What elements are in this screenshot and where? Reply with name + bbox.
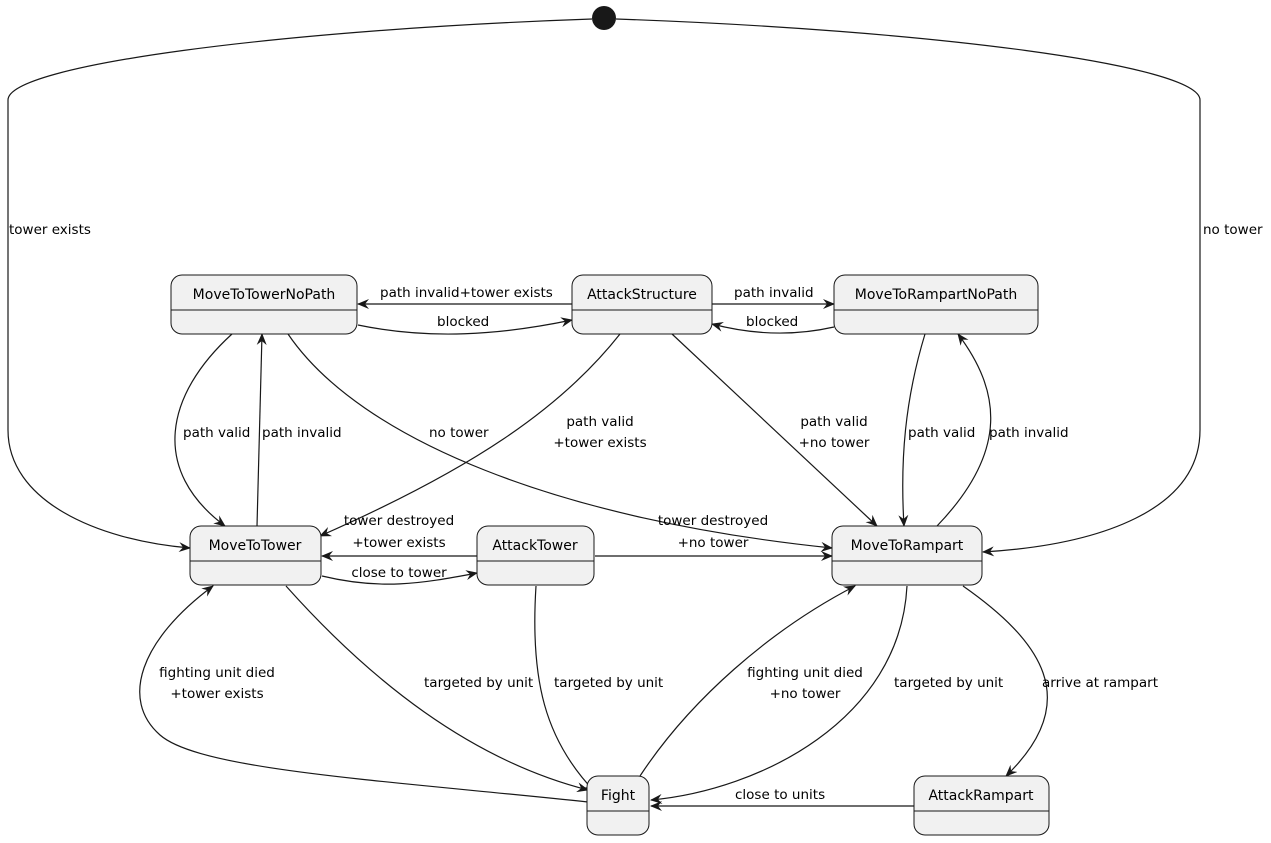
label-tower-destroyed-exists-2: +tower exists	[352, 535, 445, 551]
label-fighting-died-no-2: +no tower	[770, 686, 841, 702]
label-path-valid-tower-exists-1: path valid	[566, 414, 633, 430]
state-movetorampartnopath[interactable]: MoveToRampartNoPath	[833, 274, 1039, 335]
state-label: MoveToRampart	[851, 538, 964, 554]
edge-start-to-movetorampart	[615, 18, 1201, 557]
edge-start-to-movetotower	[7, 18, 593, 553]
edge-attackstructure-to-movetower	[319, 333, 621, 537]
label-tower-destroyed-exists-1: tower destroyed	[344, 513, 454, 529]
state-label: AttackTower	[492, 538, 577, 554]
transition-labels: tower exists no tower path invalid+tower…	[9, 222, 1263, 803]
label-fighting-died-exists-1: fighting unit died	[159, 665, 275, 681]
edge-attacktower-to-fight	[534, 585, 596, 793]
edge-movetorampartnopath-to-attackstructure	[711, 321, 835, 334]
state-label: AttackStructure	[587, 287, 697, 303]
state-movetotowernopath[interactable]: MoveToTowerNoPath	[170, 274, 358, 335]
transitions	[7, 18, 1201, 811]
label-no-tower-diag: no tower	[429, 425, 489, 441]
label-path-invalid-left: path invalid	[262, 425, 342, 441]
label-close-to-tower: close to tower	[351, 565, 447, 581]
edge-movetotowernopath-to-movetorampart	[287, 333, 833, 552]
label-path-valid-right: path valid	[908, 425, 975, 441]
edge-movetower-to-movetotowernopath	[256, 333, 267, 527]
label-path-invalid-rampart: path invalid	[989, 425, 1069, 441]
edge-movetotowernopath-to-movetower	[174, 333, 233, 527]
state-label: Fight	[601, 788, 636, 804]
state-attackstructure[interactable]: AttackStructure	[571, 274, 713, 335]
label-targeted-1: targeted by unit	[424, 675, 533, 691]
edge-movetower-to-attacktower	[321, 570, 478, 585]
label-close-to-units: close to units	[735, 787, 825, 803]
edge-fight-to-movetorampart	[639, 585, 856, 777]
edge-fight-to-movetower	[139, 585, 589, 803]
edge-movetorampart-to-fight	[650, 585, 908, 804]
label-fighting-died-exists-2: +tower exists	[170, 686, 263, 702]
state-label: MoveToTower	[209, 538, 302, 554]
label-tower-exists: tower exists	[9, 222, 91, 238]
edge-movetower-to-fight	[285, 585, 589, 793]
state-label: AttackRampart	[928, 788, 1034, 804]
label-blocked-left: blocked	[437, 314, 489, 330]
states: MoveToTowerNoPath AttackStructure MoveTo…	[170, 274, 1050, 836]
state-movetotower[interactable]: MoveToTower	[189, 525, 322, 586]
state-attackrampart[interactable]: AttackRampart	[913, 775, 1050, 836]
label-targeted-2: targeted by unit	[554, 675, 663, 691]
label-path-valid-left: path valid	[183, 425, 250, 441]
label-path-invalid-right: path invalid	[734, 285, 814, 301]
edge-movetorampart-to-attackrampart	[962, 585, 1048, 777]
label-blocked-right: blocked	[746, 314, 798, 330]
state-attacktower[interactable]: AttackTower	[476, 525, 595, 586]
label-path-valid-no-tower-2: +no tower	[799, 435, 870, 451]
label-arrive-at-rampart: arrive at rampart	[1042, 675, 1158, 691]
edge-movetorampartnopath-to-movetorampart	[898, 333, 926, 527]
edge-movetorampart-to-movetorampartnopath	[936, 333, 992, 527]
label-path-invalid-tower-exists: path invalid+tower exists	[380, 285, 553, 301]
label-no-tower: no tower	[1203, 222, 1263, 238]
state-movetorampart[interactable]: MoveToRampart	[831, 525, 983, 586]
edge-movetotowernopath-to-attackstructure	[357, 317, 573, 335]
edge-attackstructure-to-movetorampart	[671, 333, 878, 527]
initial-state	[592, 6, 616, 30]
label-path-valid-no-tower-1: path valid	[800, 414, 867, 430]
label-tower-destroyed-no-1: tower destroyed	[658, 513, 768, 529]
state-fight[interactable]: Fight	[586, 775, 650, 836]
label-tower-destroyed-no-2: +no tower	[678, 535, 749, 551]
state-label: MoveToRampartNoPath	[855, 287, 1017, 303]
label-path-valid-tower-exists-2: +tower exists	[553, 435, 646, 451]
label-targeted-3: targeted by unit	[894, 675, 1003, 691]
label-fighting-died-no-1: fighting unit died	[747, 665, 863, 681]
state-label: MoveToTowerNoPath	[193, 287, 336, 303]
